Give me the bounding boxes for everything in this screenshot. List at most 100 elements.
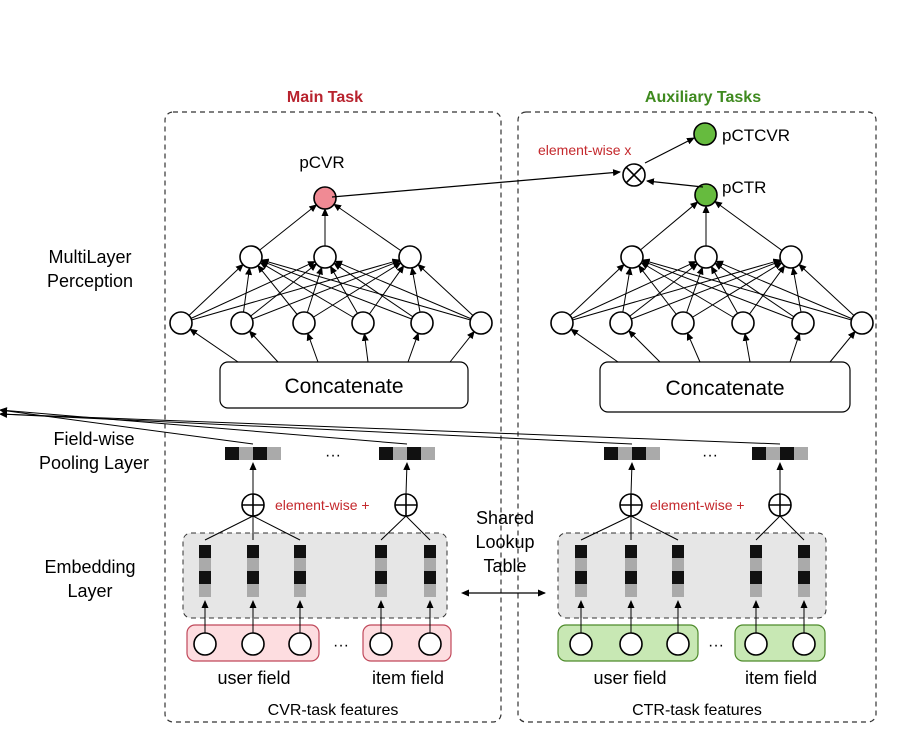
left-concat-to-l1-arrow — [306, 332, 319, 363]
left-feature-node — [193, 632, 217, 656]
embedding-box-right — [557, 532, 827, 619]
left-embedding-column-cell — [424, 545, 436, 558]
connection-lines — [0, 200, 863, 633]
left-mlp-l2-node — [398, 245, 422, 269]
right-l1-to-l2-arrow — [682, 262, 783, 324]
left-concat-to-l1-arrow — [248, 330, 279, 363]
left-mlp-l2-node — [239, 245, 263, 269]
mlp-label-line1: MultiLayer — [48, 247, 131, 267]
pooling-label-line2: Pooling Layer — [39, 453, 149, 473]
right-l1-to-l2-arrow — [561, 258, 782, 324]
right-l1-to-l2-arrow — [641, 260, 804, 324]
right-embedding-column-cell — [672, 571, 684, 584]
right-pooled-vector-cell — [794, 447, 808, 460]
left-mlp-l1-node — [230, 311, 254, 335]
right-emb-to-plus-line — [779, 515, 805, 541]
left-l2-to-output-arrow — [333, 203, 411, 258]
left-embedding-column-cell — [247, 584, 259, 597]
item-field-label-left: item field — [372, 668, 444, 688]
left-concat-to-l1-arrow — [407, 332, 420, 363]
field-ellipsis-right: ··· — [708, 637, 724, 654]
pooling-label-line1: Field-wise — [53, 429, 134, 449]
left-embedding-column-cell — [247, 545, 259, 558]
right-l2-to-output-arrow — [631, 201, 699, 258]
aux-task-box — [517, 111, 877, 723]
right-embedding-column-cell — [625, 558, 637, 571]
right-mlp-l1-node — [791, 311, 815, 335]
right-l1-to-l2-arrow — [620, 263, 699, 324]
right-feature-node — [619, 632, 643, 656]
right-l2-to-output-arrow — [714, 200, 792, 258]
right-l1-to-l2-arrow — [798, 263, 863, 324]
right-embedding-column-cell — [575, 584, 587, 597]
left-embedding-column-cell — [199, 584, 211, 597]
left-embedding-column-cell — [375, 584, 387, 597]
right-emb-to-plus-line — [580, 515, 632, 541]
left-emb-to-plus-line — [405, 515, 431, 541]
left-l1-to-l2-arrow — [241, 263, 318, 324]
item-field-label-right: item field — [745, 668, 817, 688]
cvr-task-features-label: CVR-task features — [268, 702, 399, 719]
right-embedding-column-cell — [750, 571, 762, 584]
left-pooled-vector-cell — [239, 447, 253, 460]
left-mlp-l1-node — [410, 311, 434, 335]
right-embedding-column-cell — [625, 571, 637, 584]
left-l1-to-l2-arrow — [257, 264, 305, 324]
right-embedding-column-cell — [750, 584, 762, 597]
left-l2-to-output-arrow — [250, 204, 318, 258]
left-embedding-column-cell — [424, 571, 436, 584]
right-pooled-vector-cell — [766, 447, 780, 460]
left-embedding-column-cell — [247, 558, 259, 571]
right-embedding-column-cell — [672, 545, 684, 558]
right-l1-to-l2-arrow — [620, 260, 782, 324]
left-feature-node — [241, 632, 265, 656]
left-l1-to-l2-arrow — [241, 260, 401, 324]
left-feature-node — [288, 632, 312, 656]
left-pooled-vector-cell — [253, 447, 267, 460]
right-l1-to-l2-arrow — [641, 258, 863, 324]
left-concat-to-l1-arrow — [189, 328, 239, 363]
right-concat-to-l1-arrow — [686, 332, 701, 363]
right-embedding-column-cell — [625, 584, 637, 597]
left-embedding-column-cell — [294, 545, 306, 558]
right-mlp-l1-node — [731, 311, 755, 335]
embedding-label-line1: Embedding — [44, 557, 135, 577]
user-field-label-left: user field — [217, 668, 290, 688]
left-embedding-column-cell — [199, 571, 211, 584]
right-feature-node — [744, 632, 768, 656]
right-pooled-vector-cell — [752, 447, 766, 460]
pctr-node — [694, 183, 718, 207]
right-embedding-column-cell — [672, 584, 684, 597]
pctcvr-label: pCTCVR — [722, 126, 790, 145]
main-task-box — [164, 111, 502, 723]
left-concat-to-l1-arrow — [361, 332, 369, 363]
left-embedding-column-cell — [294, 584, 306, 597]
right-l1-to-l2-arrow — [715, 260, 863, 324]
shared-label-line1: Shared — [476, 508, 534, 528]
network-nodes — [169, 122, 874, 656]
embedding-box-left — [182, 532, 448, 619]
left-mlp-l2-node — [313, 245, 337, 269]
right-pooled-vector-cell — [618, 447, 632, 460]
left-embedding-column-cell — [375, 545, 387, 558]
left-l1-to-l2-arrow — [260, 258, 482, 324]
embedding-blocks — [199, 447, 810, 597]
right-concat-to-l1-arrow — [570, 328, 619, 363]
right-concat-to-l1-arrow — [789, 332, 801, 363]
left-l1-to-l2-arrow — [260, 260, 423, 324]
left-mlp-l1-node — [469, 311, 493, 335]
embedding-label-line2: Layer — [67, 581, 112, 601]
right-mlp-l2-node — [694, 245, 718, 269]
right-emb-to-plus-line — [630, 515, 679, 541]
pcvr-to-multiply-arrow — [331, 169, 621, 198]
left-embedding-column-cell — [424, 558, 436, 571]
left-pooled-vector-cell — [267, 447, 281, 460]
left-pooled-vector-cell — [393, 447, 407, 460]
right-l1-to-l2-arrow — [561, 263, 625, 324]
right-pool-to-concat-arrow — [0, 410, 781, 445]
right-embedding-column-cell — [750, 558, 762, 571]
pctr-to-multiply-arrow — [646, 178, 704, 188]
right-plus-to-pool-arrow — [628, 462, 636, 495]
concatenate-box-left — [219, 361, 469, 409]
